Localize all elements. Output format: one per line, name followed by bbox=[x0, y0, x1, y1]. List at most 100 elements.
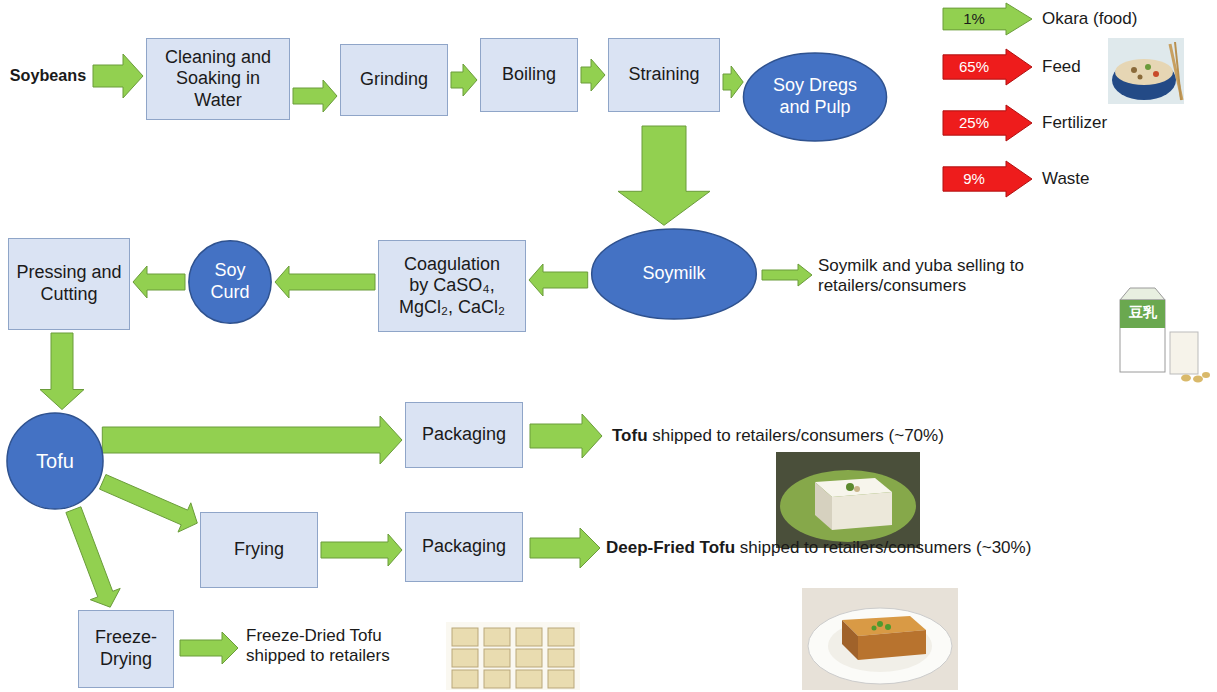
share-arrow-shape bbox=[942, 160, 1034, 198]
node-label: Cleaning and Soaking in Water bbox=[154, 47, 282, 112]
flow-arrow bbox=[102, 416, 402, 464]
flow-arrow bbox=[93, 54, 143, 98]
process-box: Cleaning and Soaking in Water bbox=[146, 38, 290, 120]
node-label: Soybeans bbox=[10, 66, 86, 85]
tofu-cube bbox=[452, 649, 478, 667]
flow-arrow bbox=[618, 126, 710, 225]
leaf-plate bbox=[780, 470, 916, 542]
flow-arrow bbox=[529, 264, 588, 296]
carton-band bbox=[1120, 300, 1165, 328]
node-label: Grinding bbox=[360, 69, 428, 91]
soybean bbox=[1193, 376, 1203, 383]
flow-arrow bbox=[66, 507, 120, 607]
node-text-block: Cleaning and Soaking in Water bbox=[154, 47, 282, 112]
tofu-side bbox=[815, 482, 832, 530]
share-percent: 9% bbox=[942, 160, 1006, 198]
food-bit bbox=[1131, 67, 1137, 73]
node-label: Soymilk bbox=[642, 263, 705, 285]
carton-text: 豆乳 bbox=[1120, 304, 1165, 321]
node-text-block: Soybeans bbox=[10, 66, 86, 85]
flow-arrow bbox=[133, 266, 185, 298]
flow-arrow bbox=[321, 534, 402, 566]
output-arrow bbox=[762, 264, 812, 286]
garnish bbox=[877, 621, 883, 627]
tofu-cube bbox=[452, 670, 478, 688]
node-label: Straining bbox=[628, 64, 699, 86]
ellipse-outline bbox=[189, 241, 271, 323]
process-box: Frying bbox=[200, 512, 318, 588]
share-arrow-body bbox=[943, 49, 1032, 85]
tofu-cube bbox=[516, 649, 542, 667]
product-name: Tofu bbox=[612, 426, 648, 446]
tofu-front bbox=[832, 492, 892, 530]
soybean bbox=[1181, 375, 1191, 382]
chopstick bbox=[1175, 42, 1181, 100]
share-arrow: 25%Fertilizer bbox=[942, 104, 1142, 142]
bowl bbox=[1112, 60, 1176, 100]
output-note: Freeze-Dried Tofu shipped to retailers bbox=[246, 626, 436, 667]
share-arrow-body bbox=[943, 105, 1032, 141]
output-note: Soymilk and yuba selling to retailers/co… bbox=[818, 256, 1080, 297]
node-label: Freeze-Drying bbox=[86, 627, 166, 670]
garnish bbox=[854, 486, 860, 492]
node-text-block: Soy Curd bbox=[202, 260, 257, 303]
tofu-photo bbox=[776, 452, 920, 548]
food-bit bbox=[1153, 71, 1159, 77]
input-label: Soybeans bbox=[6, 60, 90, 92]
product-name: Deep-Fried Tofu bbox=[606, 538, 735, 558]
carton-body bbox=[1120, 300, 1165, 372]
tofu-cube bbox=[484, 628, 510, 646]
flow-arrow bbox=[581, 59, 605, 91]
tofu-cube bbox=[548, 670, 574, 688]
process-box: Packaging bbox=[405, 402, 523, 468]
photo-ground bbox=[1108, 38, 1184, 104]
share-destination: Feed bbox=[1042, 48, 1081, 86]
output-line: Deep-Fried Tofushipped to retailers/cons… bbox=[606, 538, 1031, 558]
freeze-dried-tofu-photo bbox=[446, 622, 580, 690]
process-box: Coagulation by CaSO₄, MgCl₂, CaCl₂ bbox=[378, 240, 526, 332]
ellipse-outline bbox=[7, 413, 103, 509]
node-label: Soy Dregs and Pulp bbox=[767, 75, 863, 118]
photo-ground bbox=[802, 588, 958, 690]
photo-ground bbox=[776, 452, 920, 548]
fried-tofu-front bbox=[858, 630, 926, 660]
flow-arrow bbox=[451, 64, 477, 96]
okara-photo bbox=[1108, 38, 1184, 104]
node-text-block: Boiling bbox=[502, 64, 556, 86]
share-percent: 1% bbox=[942, 2, 1006, 36]
share-arrow: 1%Okara (food) bbox=[942, 2, 1142, 36]
photo-ground bbox=[446, 622, 580, 690]
food-bit bbox=[1145, 64, 1151, 70]
node-label: Coagulation by CaSO₄, MgCl₂, CaCl₂ bbox=[394, 254, 510, 319]
share-percent: 25% bbox=[942, 104, 1006, 142]
node-label: Boiling bbox=[502, 64, 556, 86]
node-text-block: Packaging bbox=[422, 424, 506, 446]
output-line: Tofushipped to retailers/consumers (~70%… bbox=[612, 426, 944, 446]
node-text-block: Soymilk bbox=[642, 263, 705, 285]
share-arrow-body bbox=[943, 161, 1032, 197]
node-text-block: Grinding bbox=[360, 69, 428, 91]
share-destination: Waste bbox=[1042, 160, 1090, 198]
tofu-cube bbox=[484, 670, 510, 688]
food-bit bbox=[1138, 75, 1143, 80]
garnish bbox=[885, 624, 891, 630]
tofu-cube bbox=[516, 628, 542, 646]
tofu-cube bbox=[452, 628, 478, 646]
soymilk-picture bbox=[1120, 288, 1210, 383]
milk-glass bbox=[1170, 332, 1198, 374]
tofu-cube bbox=[484, 649, 510, 667]
node-text-block: Tofu bbox=[36, 449, 74, 473]
share-percent: 65% bbox=[942, 48, 1006, 86]
process-box: Packaging bbox=[405, 512, 523, 582]
flow-arrow bbox=[723, 66, 743, 98]
garnish bbox=[846, 483, 854, 491]
garnish bbox=[872, 626, 877, 631]
output-arrow bbox=[530, 528, 600, 568]
product-ellipse: Soymilk bbox=[590, 228, 758, 320]
node-text-block: Coagulation by CaSO₄, MgCl₂, CaCl₂ bbox=[394, 254, 510, 319]
node-text-block: Straining bbox=[628, 64, 699, 86]
ellipse-outline bbox=[592, 229, 757, 319]
process-box: Straining bbox=[608, 38, 720, 112]
tofu-cube bbox=[548, 628, 574, 646]
ellipse-outline bbox=[743, 53, 886, 141]
